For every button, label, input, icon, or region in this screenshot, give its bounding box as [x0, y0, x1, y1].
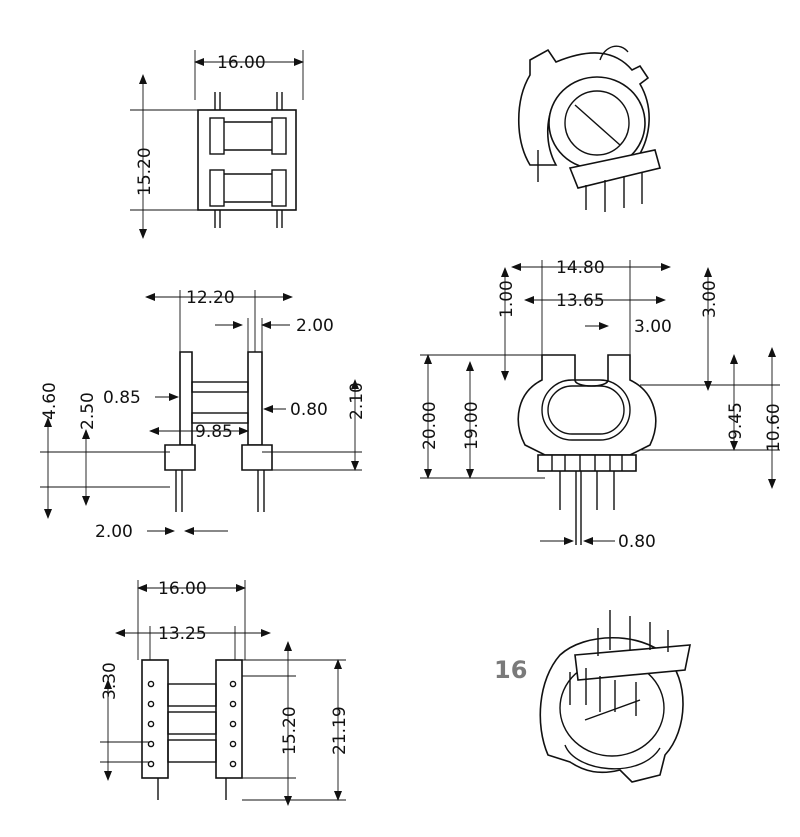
side-base-label: 2.50: [78, 392, 98, 430]
front-notch-label: 3.00: [634, 317, 672, 337]
side-pin-gap-label: 0.80: [290, 400, 328, 420]
front-width-label: 14.80: [556, 258, 605, 278]
front-height-b-label: 10.60: [764, 403, 784, 452]
top-width-label: 16.00: [217, 53, 266, 73]
side-overall-label: 12.20: [186, 288, 235, 308]
figure-number: 16: [494, 656, 527, 684]
front-height-core-label: 19.00: [462, 401, 482, 450]
top-height-label: 15.20: [135, 147, 155, 196]
front-view: 14.80 13.65 1.00 3.00 3.00 20.00: [420, 258, 784, 552]
isometric-view-top: [517, 45, 661, 212]
front-top-gap-label: 1.00: [497, 280, 517, 318]
side-flange-label: 2.00: [296, 316, 334, 336]
bottom-pitch-label: 3.30: [100, 662, 120, 700]
side-pin-offset-label: 2.00: [95, 522, 133, 542]
bottom-view: 16.00 13.25 3.30 15.20: [100, 579, 350, 806]
front-pin-label: 0.80: [618, 532, 656, 552]
front-height-total-label: 20.00: [420, 401, 440, 450]
bottom-total-label: 21.19: [330, 706, 350, 755]
side-left-height-label: 4.60: [40, 382, 60, 420]
top-view: 16.00 15.20: [130, 50, 304, 239]
front-inner-label: 13.65: [556, 291, 605, 311]
side-view: 12.20 2.00 0.85 0.80 9.85 4.60 2.50: [40, 288, 367, 542]
side-wall-label: 0.85: [103, 388, 141, 408]
side-inner-label: 9.85: [195, 422, 233, 442]
front-height-a-label: 9.45: [726, 402, 746, 440]
bottom-pin-span-label: 13.25: [158, 624, 207, 644]
bottom-body-label: 15.20: [280, 706, 300, 755]
bottom-width-label: 16.00: [158, 579, 207, 599]
front-notch-depth-label: 3.00: [700, 280, 720, 318]
isometric-view-bottom: [539, 610, 691, 783]
side-right-height-label: 2.10: [347, 382, 367, 420]
